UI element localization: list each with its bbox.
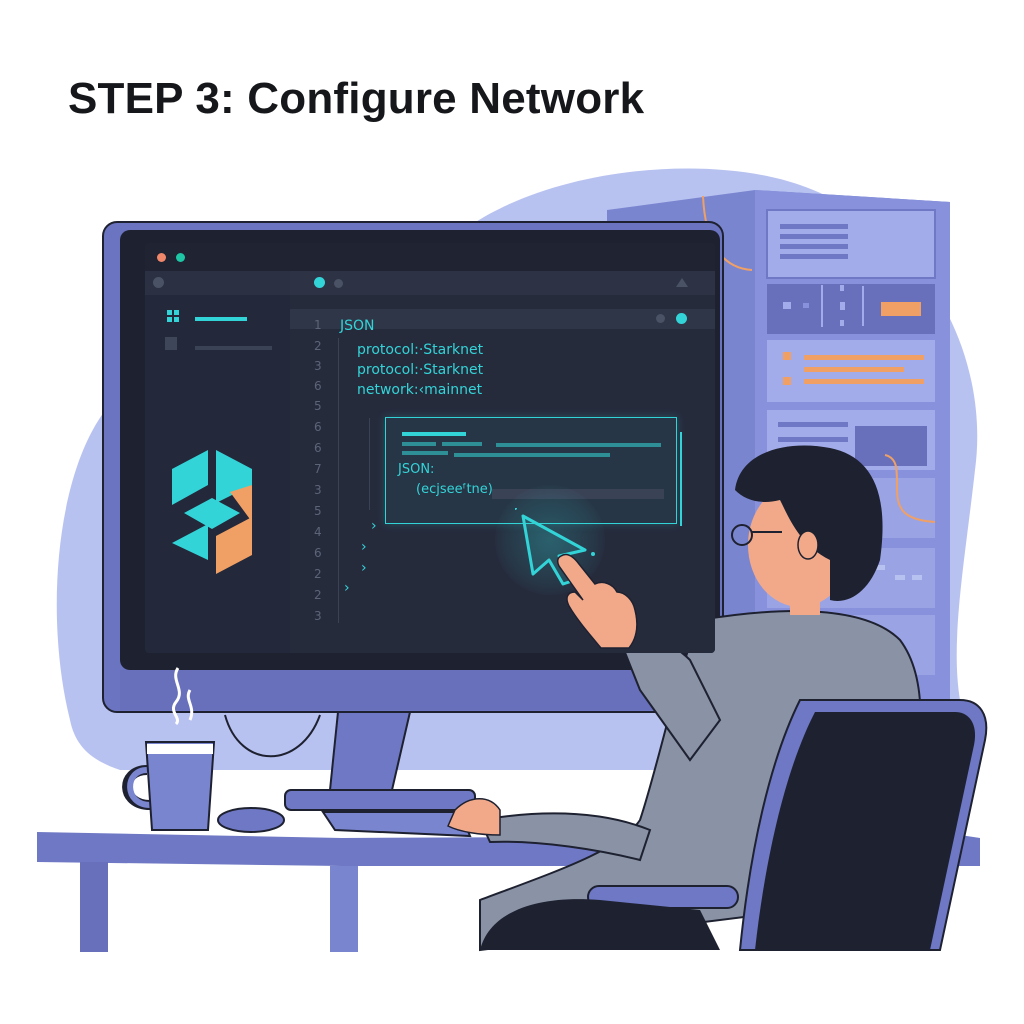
inactive-dot-icon[interactable] xyxy=(656,314,665,323)
line-number: 6 xyxy=(314,420,322,434)
line-number: 2 xyxy=(314,339,322,353)
line-number: 6 xyxy=(314,546,322,560)
inactive-tab-dot-icon[interactable] xyxy=(334,279,343,288)
popup-line xyxy=(454,453,610,457)
popup-value: (ecjseeᶠtne) xyxy=(416,482,493,497)
editor-pane xyxy=(290,271,715,653)
active-dot-icon[interactable] xyxy=(676,313,687,324)
popup-line xyxy=(496,443,661,447)
monitor-stand-neck xyxy=(328,711,412,791)
closing-brace: › xyxy=(361,560,367,576)
popup-line xyxy=(402,442,436,446)
editor-window xyxy=(145,243,715,653)
line-number: 5 xyxy=(314,504,322,518)
closing-brace: › xyxy=(361,539,367,555)
starknet-cube-logo-icon xyxy=(172,450,252,574)
config-popup[interactable]: JSON: (ecjseeᶠtne) xyxy=(385,417,677,524)
pointing-hand-icon xyxy=(556,553,638,649)
line-number: 3 xyxy=(314,359,322,373)
popup-input-field[interactable] xyxy=(492,489,664,499)
page-title: STEP 3: Configure Network xyxy=(68,74,645,123)
popup-line xyxy=(442,442,482,446)
secondary-bar xyxy=(290,309,715,329)
warning-triangle-icon[interactable] xyxy=(676,278,688,287)
code-line-1[interactable]: JSON xyxy=(340,318,375,334)
code-line-2[interactable]: protocol:·Starknet xyxy=(357,342,484,358)
popup-scrollbar[interactable] xyxy=(680,432,682,526)
maximize-dot-icon[interactable] xyxy=(176,253,185,262)
keyboard xyxy=(321,811,472,838)
popup-label: JSON: xyxy=(398,462,435,477)
sidebar-item-active[interactable] xyxy=(195,317,247,321)
popup-line xyxy=(402,451,448,455)
sidebar xyxy=(145,295,290,653)
popup-header-bar xyxy=(402,432,466,436)
cursor-arrow-icon xyxy=(515,508,595,586)
sidebar-item-inactive[interactable] xyxy=(195,346,272,350)
office-chair xyxy=(480,699,988,951)
gutter-divider xyxy=(338,338,339,623)
line-number: 6 xyxy=(314,379,322,393)
indent-guide xyxy=(369,418,370,510)
code-line-3[interactable]: protocol:·Starknet xyxy=(357,362,484,378)
line-number: 3 xyxy=(314,609,322,623)
line-number: 7 xyxy=(314,462,322,476)
menu-dot-icon[interactable] xyxy=(153,277,164,288)
closing-brace: › xyxy=(371,518,377,534)
line-number: 4 xyxy=(314,525,322,539)
line-number: 3 xyxy=(314,483,322,497)
line-number: 6 xyxy=(314,441,322,455)
line-number: 1 xyxy=(314,318,322,332)
line-number: 2 xyxy=(314,588,322,602)
line-number: 2 xyxy=(314,567,322,581)
active-tab-dot-icon[interactable] xyxy=(314,277,325,288)
monitor-stand-base xyxy=(284,789,476,811)
close-dot-icon[interactable] xyxy=(157,253,166,262)
closing-brace: › xyxy=(344,580,350,596)
coffee-mug xyxy=(122,667,216,831)
code-line-4[interactable]: network:‹mainnet xyxy=(357,382,483,398)
line-number: 5 xyxy=(314,399,322,413)
title-bar xyxy=(145,243,715,271)
file-icon[interactable] xyxy=(165,337,177,350)
tab-bar xyxy=(290,271,715,295)
mouse xyxy=(217,807,285,833)
grid-icon[interactable] xyxy=(167,310,179,322)
